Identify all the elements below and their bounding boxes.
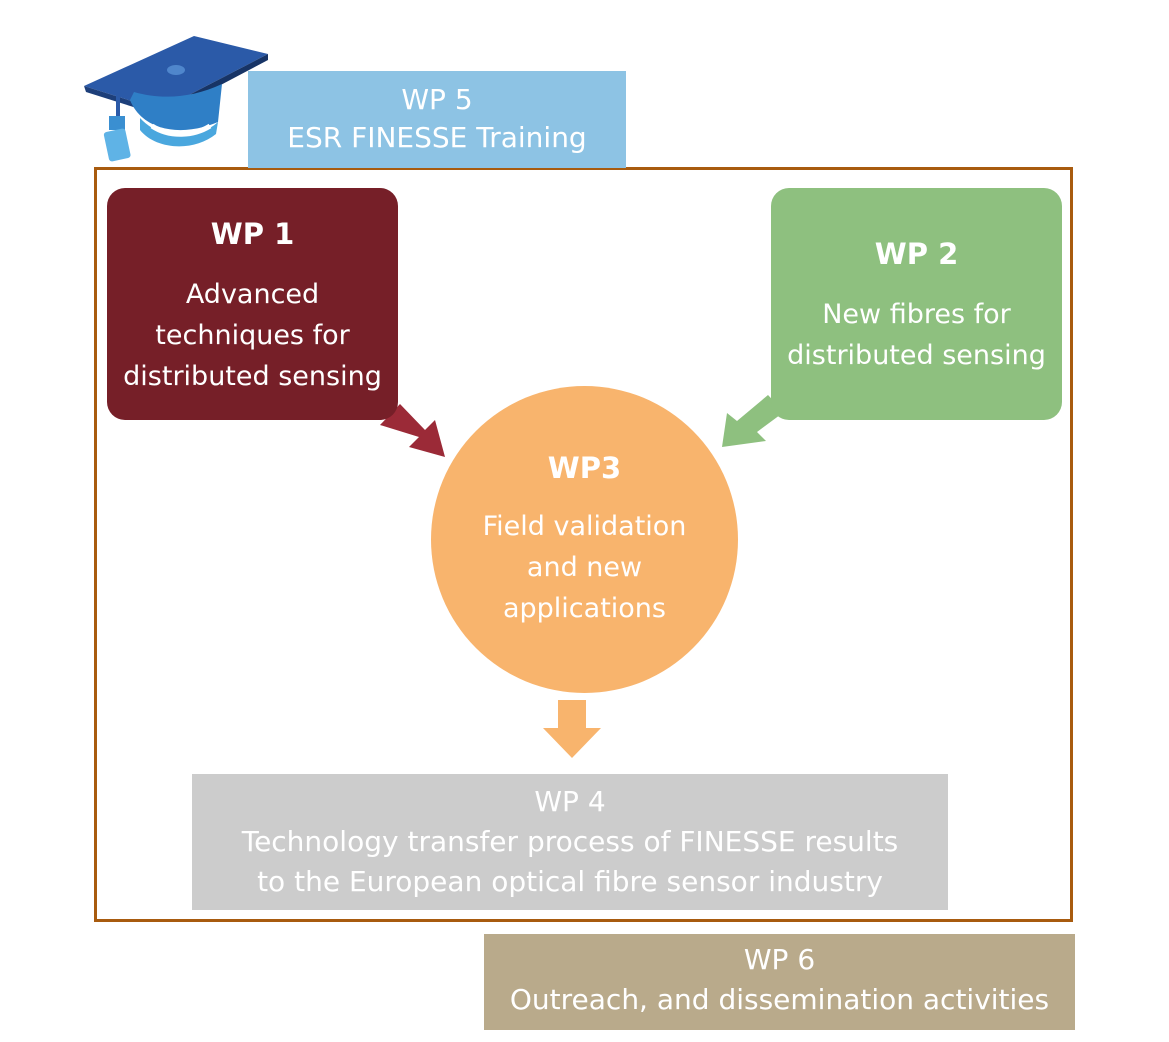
wp3-line: applications bbox=[502, 593, 666, 624]
wp4-box: WP 4 Technology transfer process of FINE… bbox=[192, 774, 948, 910]
wp6-title: WP 6 bbox=[743, 943, 816, 976]
arrow-wp3-to-wp4 bbox=[543, 700, 601, 758]
main-frame bbox=[94, 167, 1073, 922]
wp3-line: Field validation bbox=[482, 511, 687, 542]
arrow-wp2-to-wp3 bbox=[722, 395, 784, 447]
wp2-description: New fibres for distributed sensing bbox=[771, 294, 1062, 376]
wp1-line: Advanced bbox=[185, 279, 320, 310]
wp5-subtitle: ESR FINESSE Training bbox=[287, 121, 587, 154]
arrow-wp1-to-wp3 bbox=[380, 404, 445, 457]
wp2-line: distributed sensing bbox=[787, 340, 1046, 371]
wp3-line: and new bbox=[526, 552, 643, 583]
wp2-line: New fibres for bbox=[822, 299, 1011, 330]
wp6-subtitle: Outreach, and dissemination activities bbox=[509, 983, 1050, 1016]
graduation-cap-icon bbox=[84, 36, 268, 162]
wp1-line: techniques for bbox=[155, 320, 350, 351]
wp3-circle: WP3 Field validation and new application… bbox=[431, 386, 738, 693]
wp4-line: Technology transfer process of FINESSE r… bbox=[241, 825, 899, 858]
wp3-title: WP3 bbox=[547, 451, 622, 485]
wp3-description: Field validation and new applications bbox=[431, 506, 738, 629]
wp5-title: WP 5 bbox=[401, 83, 473, 116]
wp4-title: WP 4 bbox=[534, 785, 606, 818]
wp2-box: WP 2 New fibres for distributed sensing bbox=[771, 188, 1062, 420]
wp6-box: WP 6 Outreach, and dissemination activit… bbox=[484, 934, 1075, 1030]
wp1-description: Advanced techniques for distributed sens… bbox=[107, 274, 398, 397]
wp1-box: WP 1 Advanced techniques for distributed… bbox=[107, 188, 398, 420]
wp1-line: distributed sensing bbox=[123, 361, 382, 392]
wp2-title: WP 2 bbox=[874, 237, 959, 271]
wp5-box: WP 5 ESR FINESSE Training bbox=[248, 71, 626, 168]
wp1-title: WP 1 bbox=[210, 217, 295, 251]
wp4-line: to the European optical fibre sensor ind… bbox=[257, 865, 883, 898]
